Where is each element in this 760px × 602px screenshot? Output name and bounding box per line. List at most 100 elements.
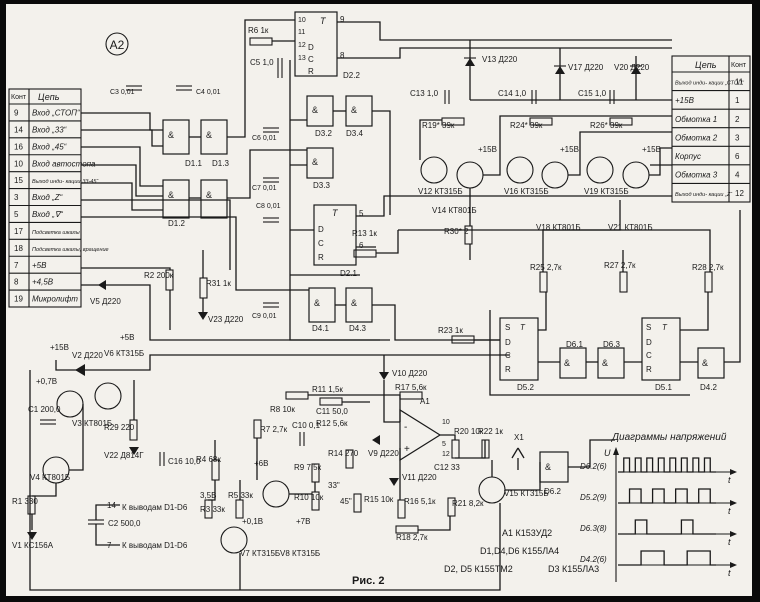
svg-text:+5В: +5В bbox=[120, 333, 134, 342]
svg-text:R9 7,5к: R9 7,5к bbox=[294, 463, 322, 472]
label-d5-2: D5.2 bbox=[517, 383, 534, 392]
svg-text:V16 КТ315Б: V16 КТ315Б bbox=[504, 187, 549, 196]
resistor-r14 bbox=[345, 449, 354, 469]
svg-text:V5 Д220: V5 Д220 bbox=[90, 297, 121, 306]
svg-text:&: & bbox=[206, 190, 212, 200]
resistor-r6 bbox=[249, 37, 273, 46]
svg-text:R: R bbox=[646, 365, 652, 374]
label-d3-4: D3.4 bbox=[346, 129, 363, 138]
svg-text:V23 Д220: V23 Д220 bbox=[208, 315, 244, 324]
timing-rows: D6.2(6)tD5.2(9)tD6.3(8)tD4.2(6)t bbox=[580, 457, 737, 578]
gate-d1-2 bbox=[162, 179, 190, 219]
svg-text:R8 10к: R8 10к bbox=[270, 405, 295, 414]
svg-text:3,5В: 3,5В bbox=[200, 491, 216, 500]
svg-text:C3 0,01: C3 0,01 bbox=[110, 89, 135, 96]
gate-d1-1 bbox=[162, 119, 190, 155]
table-header-circuit: Цепь bbox=[38, 92, 60, 102]
svg-text:D: D bbox=[308, 43, 314, 52]
svg-text:11: 11 bbox=[298, 29, 305, 36]
flipflop-d2-1 bbox=[313, 204, 357, 266]
figure-caption: Рис. 2 bbox=[352, 575, 384, 587]
opamp-a1 bbox=[399, 408, 442, 462]
svg-text:A2: A2 bbox=[110, 38, 125, 52]
svg-text:&: & bbox=[545, 462, 551, 472]
gate-d6-1 bbox=[559, 347, 587, 379]
timing-t-label: t bbox=[728, 568, 731, 578]
svg-text:5: 5 bbox=[442, 441, 446, 448]
svg-text:R21 8,2к: R21 8,2к bbox=[452, 499, 484, 508]
svg-text:+0,7В: +0,7В bbox=[36, 377, 57, 386]
ltable-circuit: Вход „45“ bbox=[32, 142, 67, 151]
svg-text:&: & bbox=[168, 130, 174, 140]
svg-text:V1 КС156А: V1 КС156А bbox=[12, 541, 54, 550]
flipflop-d2-2 bbox=[294, 11, 338, 77]
rtable-contact: 2 bbox=[735, 115, 740, 124]
svg-text:R1 330: R1 330 bbox=[12, 497, 38, 506]
resistor-r8 bbox=[285, 391, 309, 400]
svg-text:S: S bbox=[505, 323, 510, 332]
svg-text:45": 45" bbox=[340, 497, 352, 506]
svg-text:R19* 39к: R19* 39к bbox=[422, 121, 455, 130]
gate-d4-3 bbox=[345, 287, 373, 323]
rtable-circuit: Выход инди- кации „Z“ bbox=[675, 192, 733, 198]
svg-text:R23 1к: R23 1к bbox=[438, 326, 463, 335]
svg-text:R4 68к: R4 68к bbox=[196, 455, 221, 464]
svg-text:+: + bbox=[404, 444, 410, 455]
rtable-contact: 11 bbox=[735, 78, 744, 87]
gate-d3-1 bbox=[200, 119, 228, 155]
svg-text:&: & bbox=[351, 298, 357, 308]
ltable-circuit: Вход „∇“ bbox=[32, 210, 63, 219]
svg-text:R: R bbox=[318, 253, 324, 262]
svg-text:V10 Д220: V10 Д220 bbox=[392, 369, 428, 378]
svg-text:К выводам D1-D6: К выводам D1-D6 bbox=[122, 541, 188, 550]
resistor-r15 bbox=[353, 493, 362, 513]
resistor-r20 bbox=[451, 439, 460, 459]
svg-text:&: & bbox=[312, 105, 318, 115]
gate-d6-2 bbox=[539, 451, 569, 483]
timing-signal-label: D5.2(9) bbox=[580, 493, 607, 502]
svg-text:V18 КТ801Б: V18 КТ801Б bbox=[536, 223, 581, 232]
svg-text:R3 33к: R3 33к bbox=[200, 505, 225, 514]
svg-text:R13 1к: R13 1к bbox=[352, 229, 377, 238]
svg-text:C: C bbox=[318, 239, 324, 248]
resistor-r28 bbox=[704, 271, 713, 293]
resistor-r17 bbox=[399, 391, 423, 400]
transistor-v8 bbox=[262, 480, 290, 508]
timing-signal-label: D4.2(6) bbox=[580, 555, 607, 564]
svg-text:C14 1,0: C14 1,0 bbox=[498, 89, 527, 98]
ltable-contact: 10 bbox=[14, 159, 23, 168]
timing-waveform bbox=[618, 457, 716, 473]
svg-text:T: T bbox=[520, 323, 526, 332]
label-d1-1: D1.1 bbox=[185, 159, 202, 168]
svg-text:R7 2,7к: R7 2,7к bbox=[260, 425, 288, 434]
label-d6-2: D6.2 bbox=[544, 487, 561, 496]
resistor-r27 bbox=[619, 271, 628, 293]
transistor-v19 bbox=[586, 156, 614, 184]
rtable-circuit: Выход инди- кации „СТОП“ bbox=[675, 81, 745, 87]
label-d6-3: D6.3 bbox=[603, 340, 620, 349]
resistor-r5 bbox=[235, 499, 244, 519]
timing-signal-label: D6.2(6) bbox=[580, 462, 607, 471]
timing-t-label: t bbox=[728, 537, 731, 547]
bottom-border bbox=[0, 596, 760, 602]
svg-text:V19 КТ315Б: V19 КТ315Б bbox=[584, 187, 629, 196]
svg-text:V7 КТ315Б: V7 КТ315Б bbox=[240, 549, 280, 558]
rtable-header-circuit: Цепь bbox=[695, 60, 717, 70]
ltable-circuit: Вход „Z“ bbox=[32, 193, 63, 202]
svg-text:10: 10 bbox=[442, 419, 450, 426]
svg-text:C7 0,01: C7 0,01 bbox=[252, 185, 277, 192]
ltable-circuit: Вход „СТОП“ bbox=[32, 109, 80, 118]
svg-text:К выводам D1-D6: К выводам D1-D6 bbox=[122, 503, 188, 512]
label-d6-1: D6.1 bbox=[566, 340, 583, 349]
svg-text:C9 0,01: C9 0,01 bbox=[252, 313, 277, 320]
ltable-contact: 15 bbox=[14, 176, 23, 185]
label-d3-3: D3.3 bbox=[313, 181, 330, 190]
resistor-r24 bbox=[529, 117, 553, 126]
svg-text:R5 33к: R5 33к bbox=[228, 491, 253, 500]
power-section: +15В +5В +0,7В V2 Д220 V6 КТ315Б V3 КТ80… bbox=[12, 250, 510, 591]
diode-v2 bbox=[75, 364, 85, 376]
svg-text:9: 9 bbox=[340, 15, 345, 24]
